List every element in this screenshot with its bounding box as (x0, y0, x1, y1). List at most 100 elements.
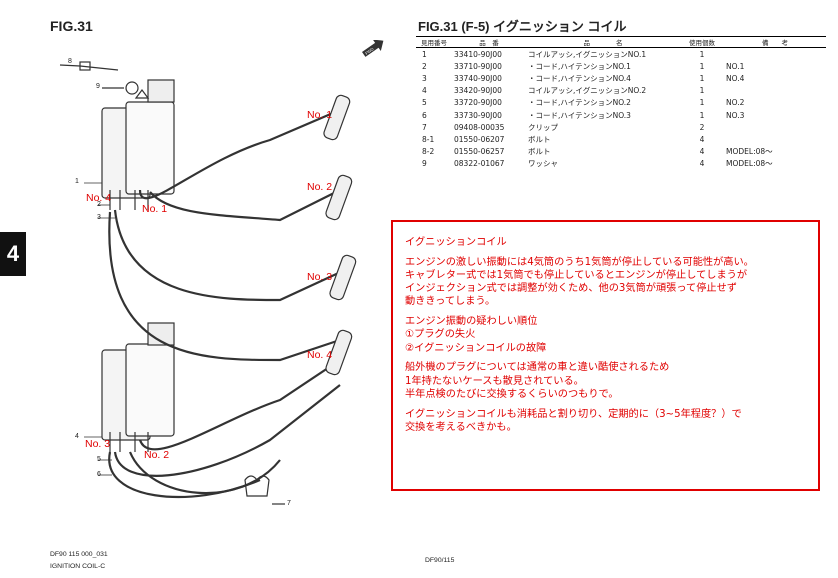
part-remarks: NO.2 (726, 98, 745, 108)
part-no: 8-2 (422, 147, 435, 157)
part-name: コイルアッシ,イグニッションNO.2 (528, 86, 647, 96)
footer-code: DF90 115 000_031 (50, 551, 108, 558)
memo-line: 船外機のプラグについては通常の車と違い酷使されるため (405, 362, 670, 374)
part-name: ボルト (528, 134, 551, 144)
coil-no2-bottom (101, 322, 175, 452)
fwd-arrow: FWD (362, 40, 384, 57)
part-qty: 1 (699, 86, 705, 96)
part-no: 8-1 (422, 134, 435, 144)
memo-line: 半年点検のたびに交換するくらいのつもりで。 (405, 388, 619, 400)
part-no: 2 (422, 61, 427, 71)
diagram-number-1: 1 (75, 178, 79, 185)
diagram-number-3: 3 (97, 214, 101, 221)
header-no: 見用番号 (416, 37, 452, 48)
diagram-number-9: 9 (96, 83, 100, 90)
leader-lines (84, 182, 115, 476)
fwd-label: FWD (364, 46, 374, 55)
chapter-tab: 4 (0, 232, 26, 276)
memo-paragraph-4: イグニッションコイルも消耗品と割り切り、定期的に（3~5年程度？）で 交換を考え… (405, 408, 806, 434)
part-remarks: MODEL:08～ (726, 159, 773, 169)
memo-line: 動ききってしまう。 (405, 296, 496, 308)
part-remarks: MODEL:08～ (726, 147, 773, 157)
part-number: 09408-00035 (454, 122, 505, 132)
plug-caps (323, 94, 357, 376)
memo-line: ①プラグの失火 (405, 329, 476, 341)
callout-plug-no1: No. 1 (307, 109, 333, 121)
part-qty: 4 (699, 159, 705, 169)
callout-coil-no4: No. 4 (86, 192, 112, 204)
part-no: 1 (422, 49, 427, 59)
memo-line: ②イグニッションコイルの故障 (405, 342, 547, 354)
bolt-and-washer (59, 61, 139, 95)
footer-center: DF90/115 (425, 557, 455, 564)
callout-coil-no3: No. 3 (85, 438, 111, 450)
callout-plug-no2: No. 2 (307, 181, 333, 193)
header-qty: 使用個数 (680, 37, 724, 48)
table-row: 8-1 01550-06207 ボルト 4 (416, 133, 826, 145)
part-qty: 4 (699, 147, 705, 157)
memo-paragraph-1: エンジンの激しい振動には4気筒のうち1気筒が停止している可能性が高い。 キャブレ… (405, 256, 806, 309)
memo-line: キャブレター式では1気筒でも停止しているとエンジンが停止してしまうが (405, 270, 748, 281)
part-name: コイルアッシ,イグニッションNO.1 (528, 49, 647, 59)
diagram-number-7: 7 (287, 500, 291, 507)
part-number: 33710-90J00 (454, 61, 502, 71)
part-qty: 1 (699, 110, 705, 120)
part-name: ・コード,ハイテンションNO.2 (528, 98, 631, 108)
memo-line: エンジン振動の疑わしい順位 (405, 316, 538, 328)
part-number: 08322-01067 (454, 159, 505, 169)
part-qty: 1 (699, 49, 705, 59)
part-remarks (724, 133, 826, 145)
ignition-coil-diagram: FWD (59, 40, 384, 505)
memo-line: エンジンの激しい振動には4気筒のうち1気筒が停止している可能性が高い。 (405, 256, 754, 268)
part-name: ワッシャ (528, 159, 558, 169)
diagram-number-6: 6 (97, 471, 101, 478)
callout-coil-no2: No. 2 (144, 449, 170, 461)
part-number: 33720-90J00 (454, 98, 502, 108)
part-remarks (724, 85, 826, 97)
clip (244, 475, 285, 505)
part-remarks (724, 121, 826, 133)
diagram-number-8: 8 (68, 58, 72, 65)
callout-plug-no3: No. 3 (307, 271, 333, 283)
part-qty: 2 (699, 122, 705, 132)
part-number: 33420-90J00 (454, 86, 502, 96)
part-number: 33740-90J00 (454, 73, 502, 83)
diagram-number-4: 4 (75, 433, 79, 440)
part-name: ・コード,ハイテンションNO.4 (528, 73, 631, 83)
part-no: 6 (422, 110, 427, 120)
part-qty: 4 (699, 134, 705, 144)
header-name: 品 名 (526, 37, 680, 48)
part-no: 9 (422, 159, 427, 169)
part-no: 7 (422, 122, 427, 132)
table-row: 4 33420-90J00 コイルアッシ,イグニッションNO.2 1 (416, 85, 826, 97)
memo-title: イグニッションコイル (405, 237, 507, 248)
part-qty: 1 (699, 73, 705, 83)
part-number: 01550-06207 (454, 134, 505, 144)
table-header-row: 見用番号 品 番 品 名 使用個数 備 考 (416, 37, 826, 48)
figure-label-left: FIG.31 (50, 18, 93, 34)
part-no: 5 (422, 98, 427, 108)
part-no: 3 (422, 73, 427, 83)
diagram-number-5: 5 (97, 456, 101, 463)
callout-coil-no1: No. 1 (142, 203, 168, 215)
part-remarks: NO.4 (726, 73, 745, 83)
memo-line: 1年持たないケースも散見されている。 (405, 375, 584, 387)
part-qty: 1 (699, 98, 705, 108)
diagram-number-2: 2 (97, 201, 101, 208)
memo-paragraph-3: 船外機のプラグについては通常の車と違い酷使されるため 1年持たないケースも散見さ… (405, 361, 806, 401)
part-name: ボルト (528, 147, 551, 157)
memo-box: イグニッションコイル エンジンの激しい振動には4気筒のうち1気筒が停止している可… (391, 220, 820, 491)
part-qty: 1 (699, 61, 705, 71)
callout-plug-no4: No. 4 (307, 349, 333, 361)
memo-line: 交換を考えるべきかも。 (405, 421, 517, 433)
part-name: ・コード,ハイテンションNO.3 (528, 110, 631, 120)
memo-paragraph-2: エンジン振動の疑わしい順位 ①プラグの失火 ②イグニッションコイルの故障 (405, 315, 806, 355)
memo-line: イグニッションコイルも消耗品と割り切り、定期的に（3~5年程度？）で (405, 408, 742, 420)
part-no: 4 (422, 86, 427, 96)
footer-name: IGNITION COIL-C (50, 563, 106, 570)
